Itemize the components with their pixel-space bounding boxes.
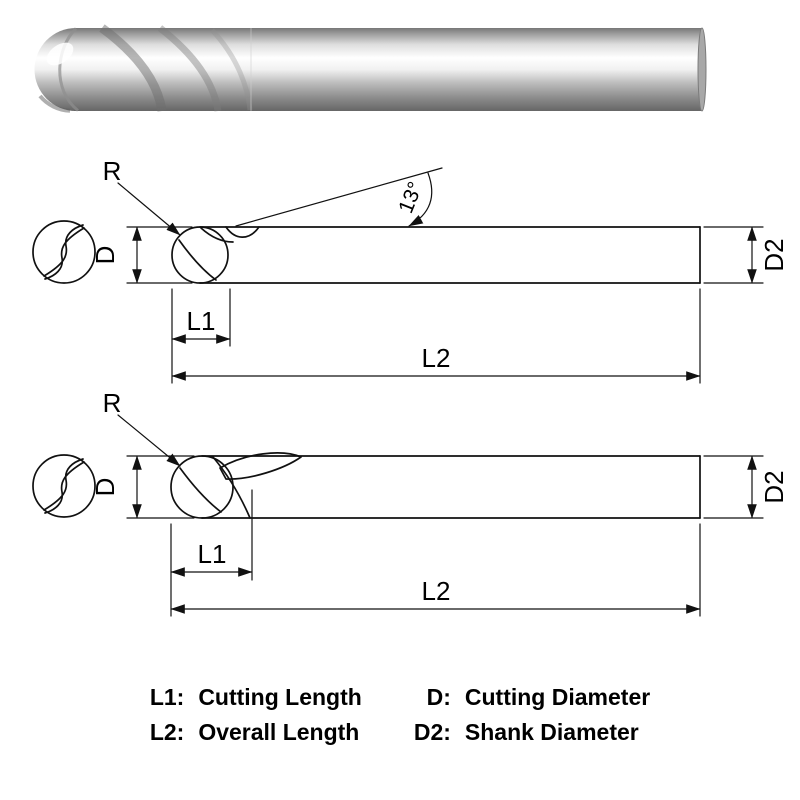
overall-length-dimension: L2 (171, 288, 701, 384)
overall-length-label: L2 (422, 576, 451, 606)
ball-shadow (38, 94, 71, 113)
radius-leader-line (117, 414, 181, 467)
drawing-2-end-view (32, 454, 96, 518)
end-view-flute-curve (44, 227, 85, 280)
flute-groove (157, 25, 222, 112)
ball-flute-edge (178, 239, 217, 281)
overall-length-dimension: L2 (170, 523, 701, 617)
endmill-photo (34, 24, 707, 113)
radius-callout: R (103, 388, 181, 467)
angle-reference-line (235, 167, 443, 227)
legend-key-l1: L1: (149, 684, 185, 710)
cutting-length-dimension: L1 (171, 288, 231, 384)
legend-key-d2: D2: (413, 719, 451, 745)
ball-flute-edge (58, 27, 79, 112)
end-view-circle (32, 454, 96, 518)
cutting-length-dimension: L1 (170, 489, 253, 617)
radius-leader-line (117, 182, 181, 236)
ball-flute-edge (179, 467, 222, 513)
end-view-flute-curve (43, 224, 84, 277)
ball-nose (34, 28, 118, 111)
angle-callout: 13° (235, 167, 443, 227)
drawing-1-end-view (32, 220, 96, 284)
legend-value-d: Cutting Diameter (464, 684, 651, 710)
shank-diameter-dimension: D2 (703, 455, 789, 519)
overall-length-label: L2 (422, 343, 451, 373)
legend-key-l2: L2: (149, 719, 185, 745)
radius-label: R (103, 156, 122, 186)
angle-arc (408, 172, 433, 227)
cutting-diameter-dimension: D (90, 226, 193, 284)
legend: L1: Cutting Length L2: Overall Length D:… (0, 684, 800, 746)
cutting-length-label: L1 (187, 306, 216, 336)
legend-group-lengths: L1: Cutting Length L2: Overall Length (150, 684, 362, 746)
cutting-diameter-dimension: D (90, 455, 195, 519)
drawing-2-side-view (170, 452, 701, 519)
legend-group-diameters: D: Cutting Diameter D2: Shank Diameter (414, 684, 650, 746)
ball-highlight (46, 42, 74, 66)
ball-flute-edge (200, 227, 234, 243)
radius-label: R (103, 388, 122, 418)
end-view-circle (32, 220, 96, 284)
technical-drawings: R 13° D D2 (32, 156, 789, 617)
shank-body (250, 28, 702, 111)
legend-key-d: D: (426, 684, 451, 710)
legend-value-l2: Overall Length (198, 719, 360, 745)
drawing-1-side-view (171, 226, 701, 284)
shank-diameter-label: D2 (759, 238, 789, 271)
flute-leaf-shape (219, 452, 302, 480)
flute-end-notch (225, 226, 260, 238)
flute-valley-edge (212, 456, 251, 519)
endmill-shank (250, 27, 707, 112)
angle-label: 13° (394, 179, 427, 217)
legend-value-d2: Shank Diameter (464, 719, 639, 745)
shank-diameter-label: D2 (759, 470, 789, 503)
shank-diameter-dimension: D2 (703, 226, 789, 284)
legend-value-l1: Cutting Length (198, 684, 362, 710)
drawing-1: R 13° D D2 (32, 156, 789, 384)
end-view-flute-curve (44, 461, 85, 514)
cutting-diameter-label: D (90, 478, 120, 497)
cutting-diameter-label: D (90, 246, 120, 265)
endmill-ball-nose (34, 27, 118, 113)
drawing-2: R D D2 L1 (32, 388, 789, 617)
end-view-flute-curve (43, 458, 84, 511)
radius-callout: R (103, 156, 181, 236)
cutting-length-label: L1 (198, 539, 227, 569)
shank-end-cap (697, 27, 707, 112)
flute-groove (210, 28, 253, 111)
flute-groove (99, 24, 167, 112)
